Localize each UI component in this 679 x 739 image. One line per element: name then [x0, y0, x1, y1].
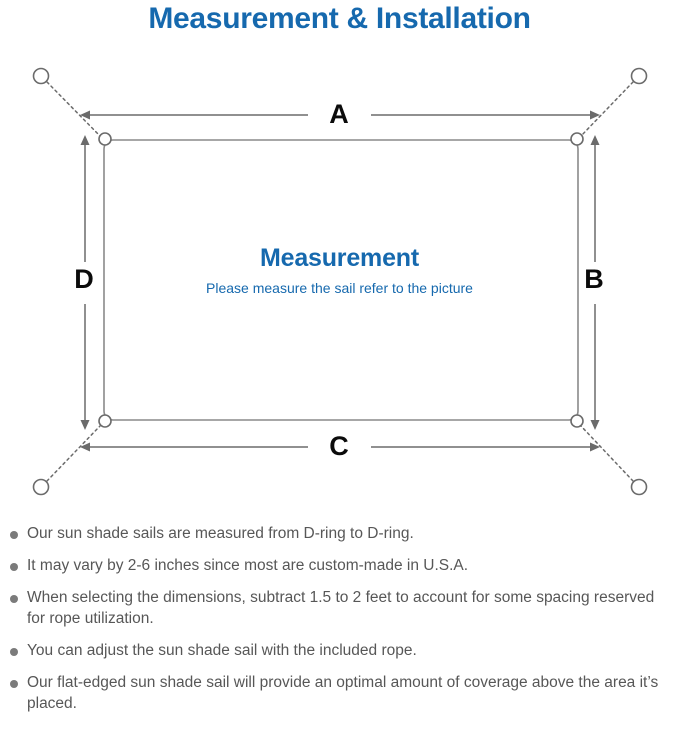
list-item: Our sun shade sails are measured from D-… [0, 524, 679, 545]
anchor-point-top-left [32, 67, 50, 85]
sail-diagram-svg [32, 67, 648, 496]
diagram-center-heading: Measurement [260, 244, 419, 272]
list-item: Our flat-edged sun shade sail will provi… [0, 673, 679, 715]
note-text: You can adjust the sun shade sail with t… [27, 641, 417, 659]
bullet-icon [10, 647, 18, 656]
diagram-center-subtitle: Please measure the sail refer to the pic… [206, 280, 473, 296]
list-item: You can adjust the sun shade sail with t… [0, 641, 679, 662]
note-text: Our sun shade sails are measured from D-… [27, 525, 414, 542]
rope-bottom-right [580, 425, 634, 482]
dimension-label-c: C [329, 431, 349, 461]
rope-top-right [580, 81, 634, 137]
measurement-diagram: A B C D Measurement Please measure the s… [0, 48, 679, 518]
anchor-points [32, 67, 648, 496]
d-ring-top-right [570, 132, 584, 146]
bullet-icon [10, 531, 18, 539]
d-rings [98, 132, 584, 428]
list-item: When selecting the dimensions, subtract … [0, 588, 679, 630]
sun-shade-sail-body [103, 139, 579, 421]
note-text: Our flat-edged sun shade sail will provi… [27, 673, 659, 712]
bullet-icon [10, 679, 18, 688]
d-ring-bottom-right [570, 414, 584, 428]
dimension-label-d: D [74, 264, 94, 294]
dimension-label-a: A [329, 99, 349, 129]
page-title: Measurement & Installation [148, 2, 531, 35]
ropes [46, 81, 634, 482]
d-ring-top-left [98, 132, 112, 146]
anchor-point-bottom-right [630, 478, 648, 496]
bullet-icon [10, 594, 18, 603]
note-text: It may vary by 2-6 inches since most are… [27, 556, 469, 574]
list-item: It may vary by 2-6 inches since most are… [0, 556, 679, 577]
bullet-icon [10, 562, 18, 571]
anchor-point-bottom-left [32, 478, 50, 496]
anchor-point-top-right [630, 67, 648, 85]
dimension-label-b: B [584, 264, 604, 294]
rope-top-left [46, 81, 101, 137]
note-text: When selecting the dimensions, subtract … [27, 588, 655, 627]
rope-bottom-left [46, 425, 101, 482]
d-ring-bottom-left [98, 414, 112, 428]
notes-list: Our sun shade sails are measured from D-… [0, 524, 679, 725]
